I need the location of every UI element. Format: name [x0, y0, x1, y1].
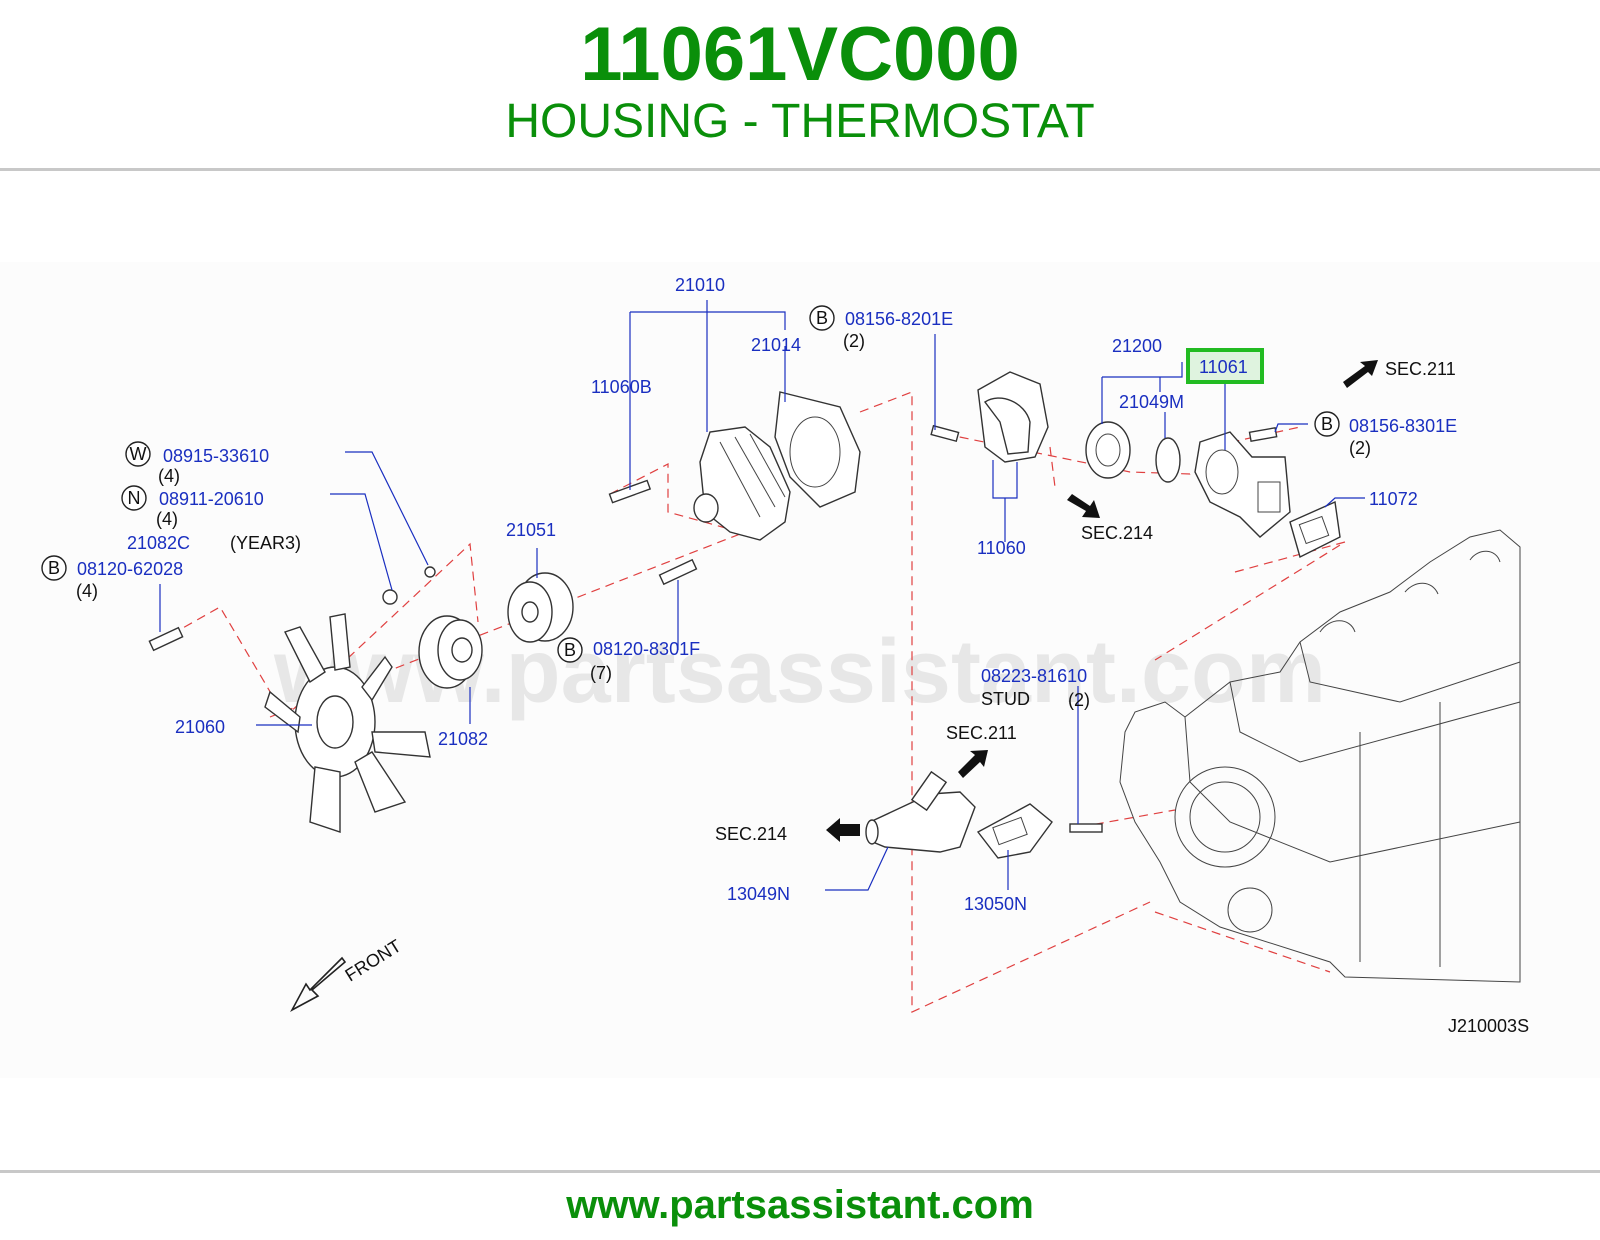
fan-drawing	[264, 613, 431, 833]
badge-b-08120-62028: B	[41, 555, 67, 581]
qty-08223-81610: (2)	[1068, 690, 1090, 710]
callout-21082c[interactable]: 21082C	[127, 533, 190, 553]
pulley-drawing	[507, 572, 574, 643]
badge-b-08156-8301e: B	[1314, 411, 1340, 437]
diagram-code: J210003S	[1448, 1016, 1529, 1036]
badge-b-08120-8301f: B	[557, 637, 583, 663]
exploded-view-svg: www.partsassistant.com	[41, 275, 1529, 1036]
callout-08120-62028[interactable]: 08120-62028	[77, 559, 183, 579]
pump-gasket-drawing	[774, 391, 861, 508]
header-divider	[0, 168, 1600, 171]
front-direction-indicator: FRONT	[290, 936, 405, 1012]
qty-08915-33610: (4)	[158, 466, 180, 486]
part-number-title: 11061VC000	[580, 12, 1020, 97]
badge-n-08911-20610: N	[121, 485, 147, 511]
thermostat-housing-drawing	[1194, 431, 1291, 538]
callout-08915-33610[interactable]: 08915-33610	[163, 446, 269, 466]
callout-21060[interactable]: 21060	[175, 717, 225, 737]
callout-08156-8201e[interactable]: 08156-8201E	[845, 309, 953, 329]
section-ref-sec214-mid[interactable]: SEC.214	[1081, 523, 1153, 543]
front-label: FRONT	[342, 936, 405, 986]
svg-text:N: N	[128, 488, 141, 508]
part-name-subtitle: HOUSING - THERMOSTAT	[505, 95, 1095, 148]
callout-leader-lines	[159, 300, 1365, 891]
engine-block-drawing	[1119, 529, 1521, 983]
qty-08156-8201e: (2)	[843, 331, 865, 351]
water-pump-drawing	[693, 426, 791, 541]
callout-08911-20610[interactable]: 08911-20610	[159, 489, 264, 509]
parts-diagram: www.partsassistant.com	[0, 262, 1600, 1078]
svg-text:W: W	[130, 444, 147, 464]
note-21082c-year: (YEAR3)	[230, 533, 301, 553]
callout-11072[interactable]: 11072	[1369, 489, 1418, 509]
callout-21014[interactable]: 21014	[751, 335, 801, 355]
callout-13049n[interactable]: 13049N	[727, 884, 790, 904]
callout-21010[interactable]: 21010	[675, 275, 725, 295]
qty-08156-8301e: (2)	[1349, 438, 1371, 458]
water-inlet-drawing	[865, 770, 976, 853]
highlighted-part-box	[1186, 348, 1264, 384]
svg-text:B: B	[564, 640, 576, 660]
housing-gasket-drawing	[1289, 500, 1341, 559]
callout-11060[interactable]: 11060	[977, 538, 1026, 558]
fan-coupling-drawing	[418, 615, 483, 689]
callout-11061-highlighted[interactable]: 11061	[1199, 357, 1248, 377]
badge-b-08156-8201e: B	[809, 305, 835, 331]
callout-21082[interactable]: 21082	[438, 729, 488, 749]
callout-08120-8301f[interactable]: 08120-8301F	[593, 639, 700, 659]
qty-08120-8301f: (7)	[590, 663, 612, 683]
callout-21049m[interactable]: 21049M	[1119, 392, 1184, 412]
note-08223-81610-stud: STUD	[981, 689, 1030, 709]
callout-21200[interactable]: 21200	[1112, 336, 1162, 356]
page-header: 11061VC000 HOUSING - THERMOSTAT	[0, 0, 1600, 170]
thermostat-drawing	[1085, 421, 1181, 483]
qty-08911-20610: (4)	[156, 509, 178, 529]
qty-08120-62028: (4)	[76, 581, 98, 601]
section-ref-sec214-low[interactable]: SEC.214	[715, 824, 787, 844]
footer-divider	[0, 1170, 1600, 1173]
section-ref-sec211-low[interactable]: SEC.211	[946, 723, 1017, 743]
badge-w-08915-33610: W	[125, 441, 151, 467]
svg-text:B: B	[1321, 414, 1333, 434]
water-outlet-drawing	[977, 371, 1049, 463]
callout-21051[interactable]: 21051	[506, 520, 556, 540]
footer-website-link[interactable]: www.partsassistant.com	[566, 1183, 1034, 1227]
callout-08156-8301e[interactable]: 08156-8301E	[1349, 416, 1457, 436]
inlet-gasket-drawing	[976, 803, 1053, 859]
callout-13050n[interactable]: 13050N	[964, 894, 1027, 914]
section-ref-sec211-top[interactable]: SEC.211	[1385, 359, 1456, 379]
callout-08223-81610[interactable]: 08223-81610	[981, 666, 1087, 686]
callout-11060b[interactable]: 11060B	[591, 377, 652, 397]
svg-text:B: B	[48, 558, 60, 578]
section-arrows	[826, 360, 1378, 842]
svg-text:B: B	[816, 308, 828, 328]
fasteners-drawing	[148, 424, 1278, 833]
